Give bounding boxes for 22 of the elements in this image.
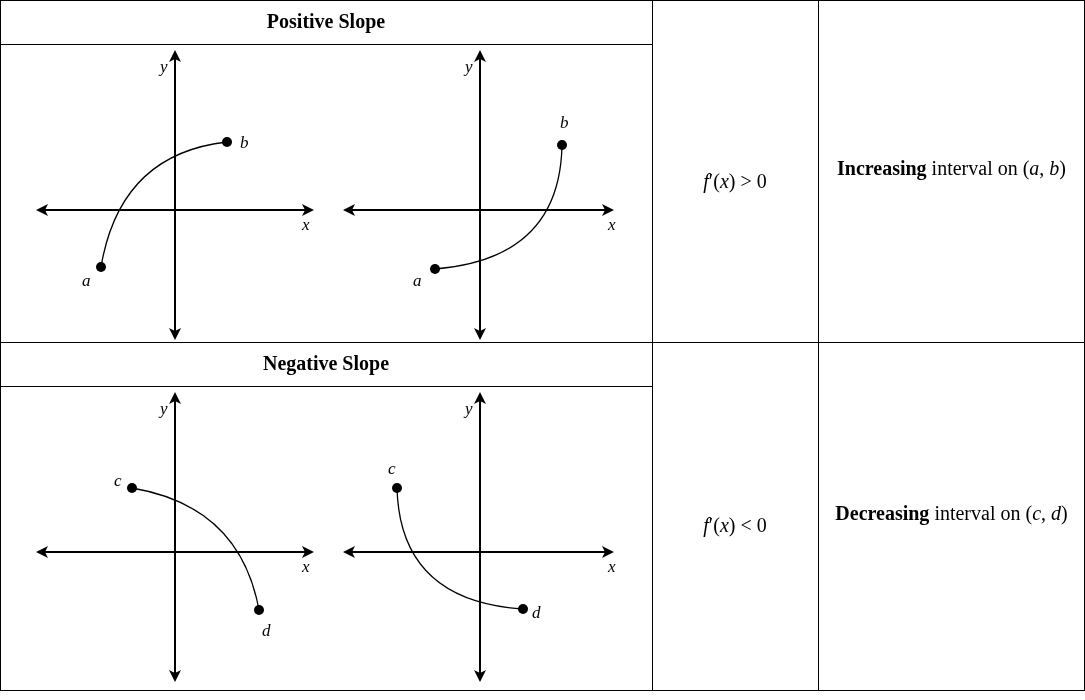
axis-label: y	[160, 58, 168, 75]
derivative-condition: f′(x) < 0	[702, 513, 768, 538]
axis-label: x	[302, 558, 310, 575]
axis-label: x	[608, 558, 616, 575]
point-label: b	[560, 114, 569, 131]
axis-label: y	[465, 58, 473, 75]
column-heading: Negative Slope	[261, 352, 391, 375]
point-label: a	[413, 272, 422, 289]
point-label: d	[262, 622, 271, 639]
point-label: c	[388, 460, 396, 477]
column-heading: Positive Slope	[265, 10, 387, 33]
point-label: d	[532, 604, 541, 621]
interval-description: Increasing interval on (a, b)	[835, 156, 1068, 181]
axis-label: x	[302, 216, 310, 233]
interval-description: Decreasing interval on (c, d)	[834, 501, 1069, 526]
axis-label: x	[608, 216, 616, 233]
axis-label: y	[160, 400, 168, 417]
derivative-condition: f′(x) > 0	[702, 169, 768, 194]
axis-label: y	[465, 400, 473, 417]
point-label: b	[240, 134, 249, 151]
point-label: a	[82, 272, 91, 289]
point-label: c	[114, 472, 122, 489]
